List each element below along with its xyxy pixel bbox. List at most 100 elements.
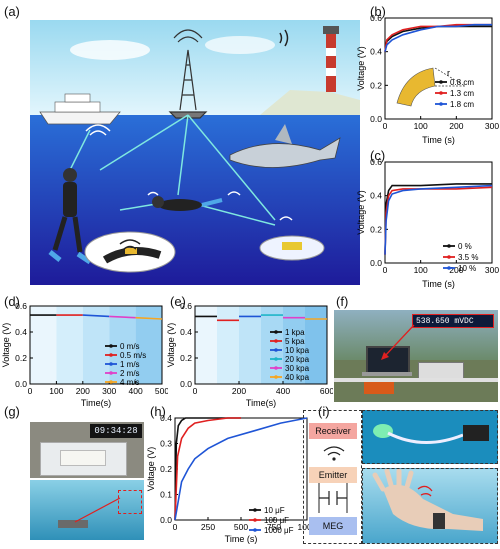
y-tick-label: 0.4 [180,327,192,337]
plot-frame [194,305,328,385]
segment-band [305,306,327,384]
plot-frame [384,161,493,264]
x-tick-label: 750 [267,522,281,532]
x-tick-label: 500 [155,386,168,396]
legend-label: 1000 μF [264,526,294,535]
y-axis-label: Voltage (V) [1,323,11,368]
legend-label: 10 % [458,264,476,273]
meter-display: 09:34:28 [90,424,142,438]
legend-marker [439,91,443,95]
legend-label: 4 m/s [120,378,140,387]
legend-marker [109,362,113,366]
legend-label: 2 m/s [120,369,140,378]
legend-marker [274,348,278,352]
segment-band [239,306,261,384]
segment-band [56,306,83,384]
panel-label-c: (c) [370,148,386,163]
legend-marker [447,255,451,259]
legend-label: 100 μF [264,516,289,525]
x-axis-label: Time (s) [225,534,258,544]
y-tick-label: 0.4 [160,413,172,423]
legend-marker [439,80,443,84]
legend-marker [274,339,278,343]
photo-i-hand [362,468,498,544]
panel-label-d: (d) [4,294,20,309]
legend-label: 0.5 m/s [120,351,146,360]
y-tick-label: 0.6 [15,301,27,311]
series-line [135,316,163,320]
series-line [174,417,241,521]
panel-label-e: (e) [170,294,186,309]
legend-marker [109,344,113,348]
x-axis-label: Time(s) [246,398,276,408]
legend-marker [253,508,257,512]
segment-band [30,306,57,384]
diver-icon [48,168,92,265]
series-line [82,314,110,318]
x-tick-label: 0 [383,121,388,131]
x-axis-label: Time (s) [422,279,455,289]
y-tick-label: 0.6 [370,157,382,167]
ship-icon [39,93,121,125]
y-tick-label: 0.4 [15,327,27,337]
segment-band [109,306,136,384]
emitter-block: Emitter [309,467,357,483]
receiver-block: Receiver [309,423,357,439]
y-tick-label: 0.6 [180,301,192,311]
panel-label-b: (b) [370,4,386,19]
readout-value: 538.650 [416,317,450,326]
wifi-icon [85,124,293,221]
series-line [384,25,492,52]
legend-label: 1 m/s [120,360,140,369]
plot-frame [384,17,493,120]
series-line [109,315,136,319]
legend-label: 1.8 cm [450,100,474,109]
legend-label: 10 kpa [285,346,310,355]
device-icon [58,520,88,528]
x-tick-label: 400 [276,386,290,396]
legend-marker [274,375,278,379]
y-tick-label: 0.2 [180,353,192,363]
y-axis-label: Voltage (V) [166,323,176,368]
circuit-diagram: Receiver Emitter MEG [303,410,362,544]
legend-marker [274,357,278,361]
legend-marker [447,266,451,270]
plot-frame [29,305,163,385]
x-tick-label: 200 [449,265,463,275]
series-line [384,23,492,52]
series-line [384,186,493,255]
series-line [174,417,308,521]
legend-label: 0 % [458,242,472,251]
shark-icon [229,124,341,168]
plot-frame [174,417,308,521]
wireless-icon [323,446,345,461]
y-tick-label: 0.0 [370,114,382,124]
y-tick-label: 0.2 [370,80,382,90]
panel-label-f: (f) [336,294,349,309]
y-tick-label: 0.6 [370,13,382,23]
legend-label: 0.8 cm [450,78,474,87]
lighthouse-icon [323,26,339,92]
legend-marker [274,366,278,370]
panel-label-i: (i) [318,404,330,419]
segment-band [195,306,217,384]
panel-label-h: (h) [150,404,166,419]
segment-band [82,306,110,384]
legend-label: 20 kpa [285,355,310,364]
readout-unit: mVDC [454,317,474,326]
capacitor-circuit-icon [318,483,348,513]
legend-label: 40 kpa [285,373,310,382]
x-tick-label: 300 [485,265,499,275]
x-tick-label: 300 [102,386,116,396]
x-tick-label: 0 [173,522,178,532]
series-line [384,183,492,255]
x-tick-label: 600 [320,386,333,396]
y-tick-label: 0.1 [160,490,172,500]
x-tick-label: 400 [129,386,143,396]
x-tick-label: 250 [201,522,215,532]
panel-label-a: (a) [4,4,20,19]
legend-marker [439,102,443,106]
